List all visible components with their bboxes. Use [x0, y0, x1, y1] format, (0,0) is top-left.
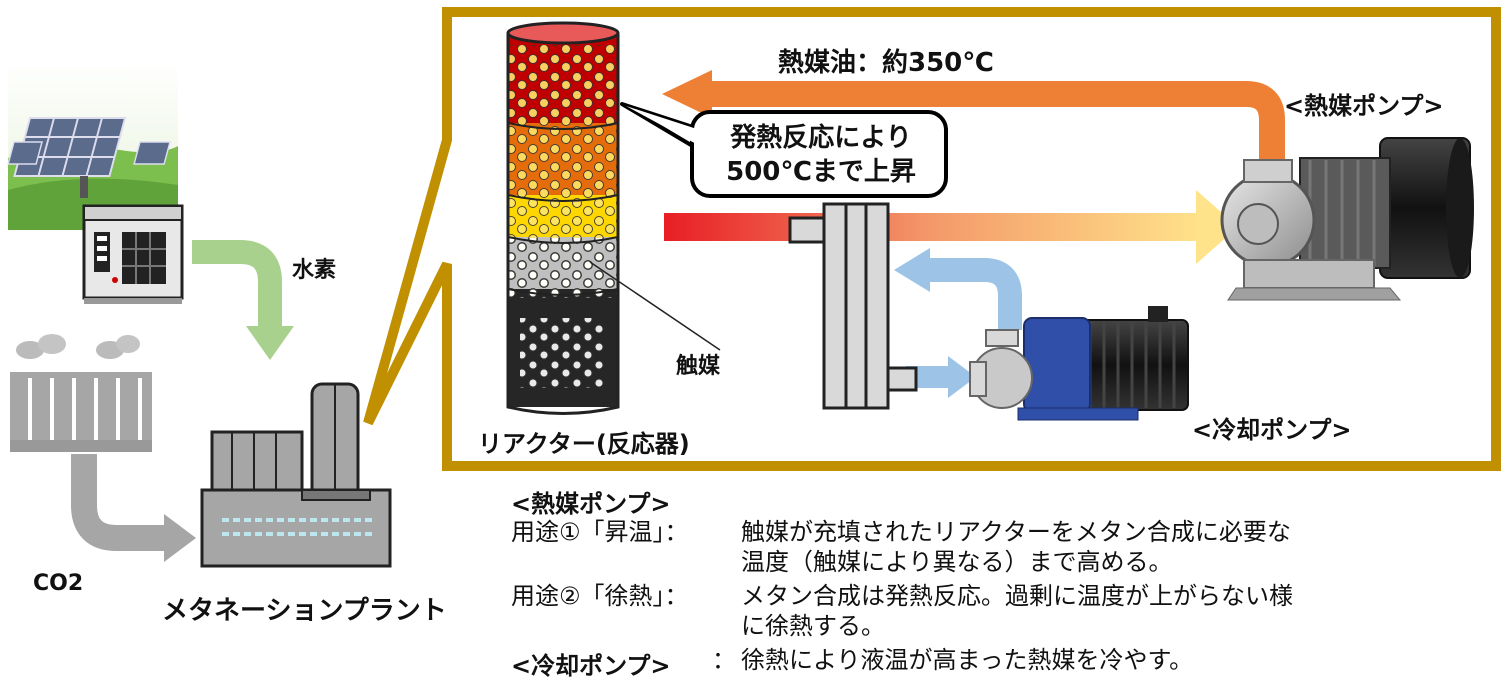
co2-label: CO2 — [33, 571, 84, 596]
catalyst-pointer — [589, 261, 721, 351]
heat-pump-icon — [1220, 137, 1474, 301]
callout-bubble — [620, 102, 948, 198]
callout-line-2: 500℃まで上昇 — [726, 157, 916, 187]
cooling-pump-icon — [969, 306, 1189, 421]
reactor-label: リアクター(反応器) — [478, 430, 690, 458]
use1-text-line1: 触媒が充填されたリアクターをメタン合成に必要な — [741, 518, 1291, 546]
hydrogen-label: 水素 — [292, 258, 337, 283]
cooling-pump-label: <冷却ポンプ> — [1192, 416, 1352, 444]
use2-text-line2: に徐熱する。 — [741, 612, 885, 640]
use2-text-line1: メタン合成は発熱反応。過剰に温度が上がらない様 — [741, 582, 1293, 610]
heat-exchanger-icon — [788, 202, 918, 410]
use1-label: 用途①「昇温」： — [511, 518, 689, 546]
catalyst-label: 触媒 — [676, 354, 721, 379]
plant-label: メタネーションプラント — [162, 596, 447, 626]
co2-emitter-icon — [10, 334, 152, 452]
hydrogen-arrow — [192, 240, 294, 360]
cool-pump-desc-colon: ： — [712, 646, 736, 674]
cooling-loop-arrow — [894, 248, 1022, 398]
callout-text: 発熱反応により 500℃まで上昇 — [712, 121, 930, 189]
callout-line-1: 発熱反応により — [730, 123, 912, 153]
oil-temp-label: 熱媒油：約350℃ — [778, 48, 994, 78]
heat-oil-supply-arrow — [664, 190, 1238, 264]
description-heading: <熱媒ポンプ> — [511, 490, 671, 518]
use2-label: 用途②「徐熱」： — [511, 582, 689, 610]
heat-oil-return-arrow — [662, 70, 1285, 188]
callout-frame — [363, 7, 1501, 471]
electrolyzer-icon — [82, 204, 184, 304]
co2-arrow — [71, 454, 196, 562]
cool-pump-desc-text: 徐熱により液温が高まった熱媒を冷やす。 — [741, 646, 1194, 674]
use1-text-line2: 温度（触媒により異なる）まで高める。 — [741, 548, 1173, 576]
cool-pump-desc-label: <冷却ポンプ> — [511, 652, 671, 680]
methanation-plant-icon — [200, 382, 392, 568]
reactor-icon — [506, 21, 620, 415]
heat-pump-label: <熱媒ポンプ> — [1284, 92, 1444, 120]
